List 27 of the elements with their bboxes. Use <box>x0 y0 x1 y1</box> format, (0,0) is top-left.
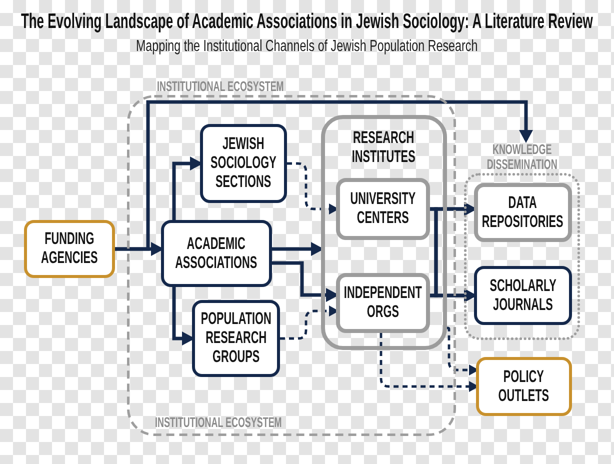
container-heading: RESEARCH INSTITUTES <box>352 129 416 166</box>
box-label: UNIVERSITY CENTERS <box>350 190 416 228</box>
process-box <box>336 178 430 240</box>
arrow <box>115 100 533 251</box>
process-box <box>336 273 430 333</box>
region-label: INSTITUTIONAL ECOSYSTEM <box>155 415 282 430</box>
process-box <box>192 300 280 377</box>
process-box <box>474 266 572 325</box>
box-label: INDEPENDENT ORGS <box>344 284 422 322</box>
box-label: JEWISH SOCIOLOGY SECTIONS <box>210 135 276 192</box>
institute-container <box>321 115 447 350</box>
box-label: ACADEMIC ASSOCIATIONS <box>176 234 258 272</box>
box-label: POLICY OUTLETS <box>498 368 550 406</box>
region-label: INSTITUTIONAL ECOSYSTEM <box>157 79 284 94</box>
box-label: POPULATION RESEARCH GROUPS <box>200 310 272 367</box>
box-label: DATA REPOSITORIES <box>482 194 564 232</box>
box-label: FUNDING AGENCIES <box>41 230 98 268</box>
diagram-subtitle: Mapping the Institutional Channels of Jewish Population Research <box>136 37 478 57</box>
region-label: KNOWLEDGE DISSEMINATION <box>486 142 558 173</box>
arrow <box>272 242 324 256</box>
process-box <box>476 357 572 416</box>
box-label: SCHOLARLY JOURNALS <box>490 276 556 314</box>
diagram-title: The Evolving Landscape of Academic Associations in Jewish Sociology: A Literature Review <box>21 9 593 35</box>
process-box <box>161 220 272 287</box>
process-box <box>24 220 115 278</box>
process-box <box>474 183 572 242</box>
process-box <box>200 124 287 203</box>
